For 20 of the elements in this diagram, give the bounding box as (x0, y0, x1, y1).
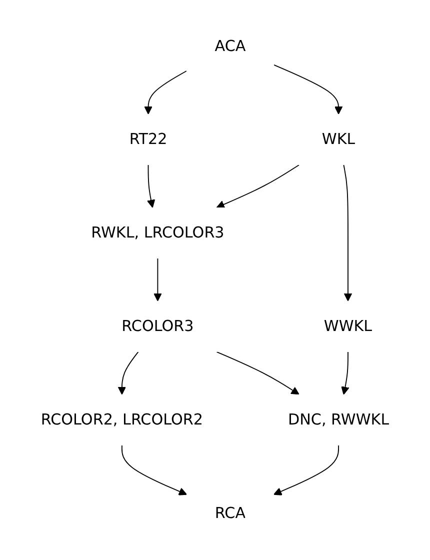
node-text: RCOLOR3 (122, 317, 194, 336)
arrow (154, 258, 162, 302)
arrow (341, 352, 350, 396)
arrow (146, 164, 156, 208)
arrow (118, 352, 139, 396)
node-text: DNC, RWWKL (288, 410, 390, 429)
node-text: RT22 (129, 130, 168, 148)
arrow (216, 352, 300, 396)
arrow (144, 70, 187, 115)
node-text: ACA (214, 36, 246, 55)
arrow (274, 445, 340, 496)
node-text: RCA (214, 504, 246, 522)
arrow (121, 445, 187, 496)
arrow (343, 164, 352, 302)
node-text: RCOLOR2, LRCOLOR2 (40, 410, 203, 429)
arrow (216, 164, 300, 209)
arrow (274, 64, 343, 115)
node-text: WWKL (324, 317, 372, 336)
node-text: RWKL, LRCOLOR3 (91, 224, 224, 242)
node-text: WKL (322, 130, 356, 148)
